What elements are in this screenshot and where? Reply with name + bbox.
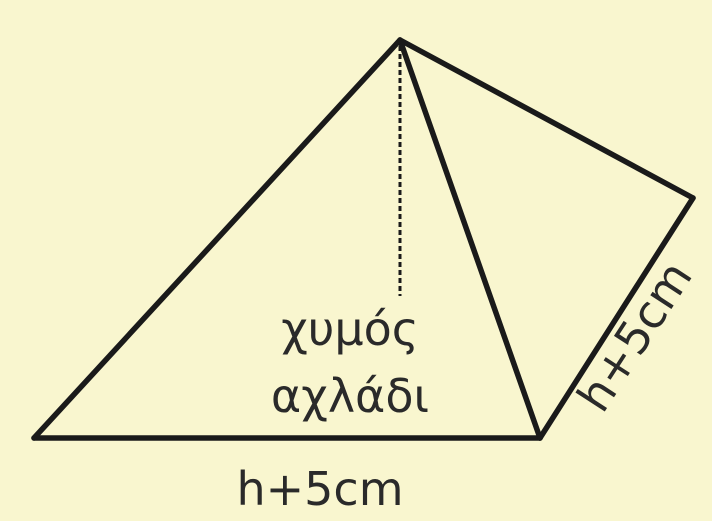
pyramid-left-edge — [31, 37, 403, 441]
pyramid-front-right-edge — [397, 37, 543, 441]
pyramid-base-right-edge — [537, 195, 696, 441]
content-label-juice: χυμός — [281, 302, 419, 356]
side-edge-length-label: h+5cm — [566, 252, 702, 422]
pyramid-back-right-edge — [397, 37, 696, 201]
base-edge-length-label: h+5cm — [236, 462, 403, 516]
content-label-pear: αχλάδι — [271, 369, 429, 423]
